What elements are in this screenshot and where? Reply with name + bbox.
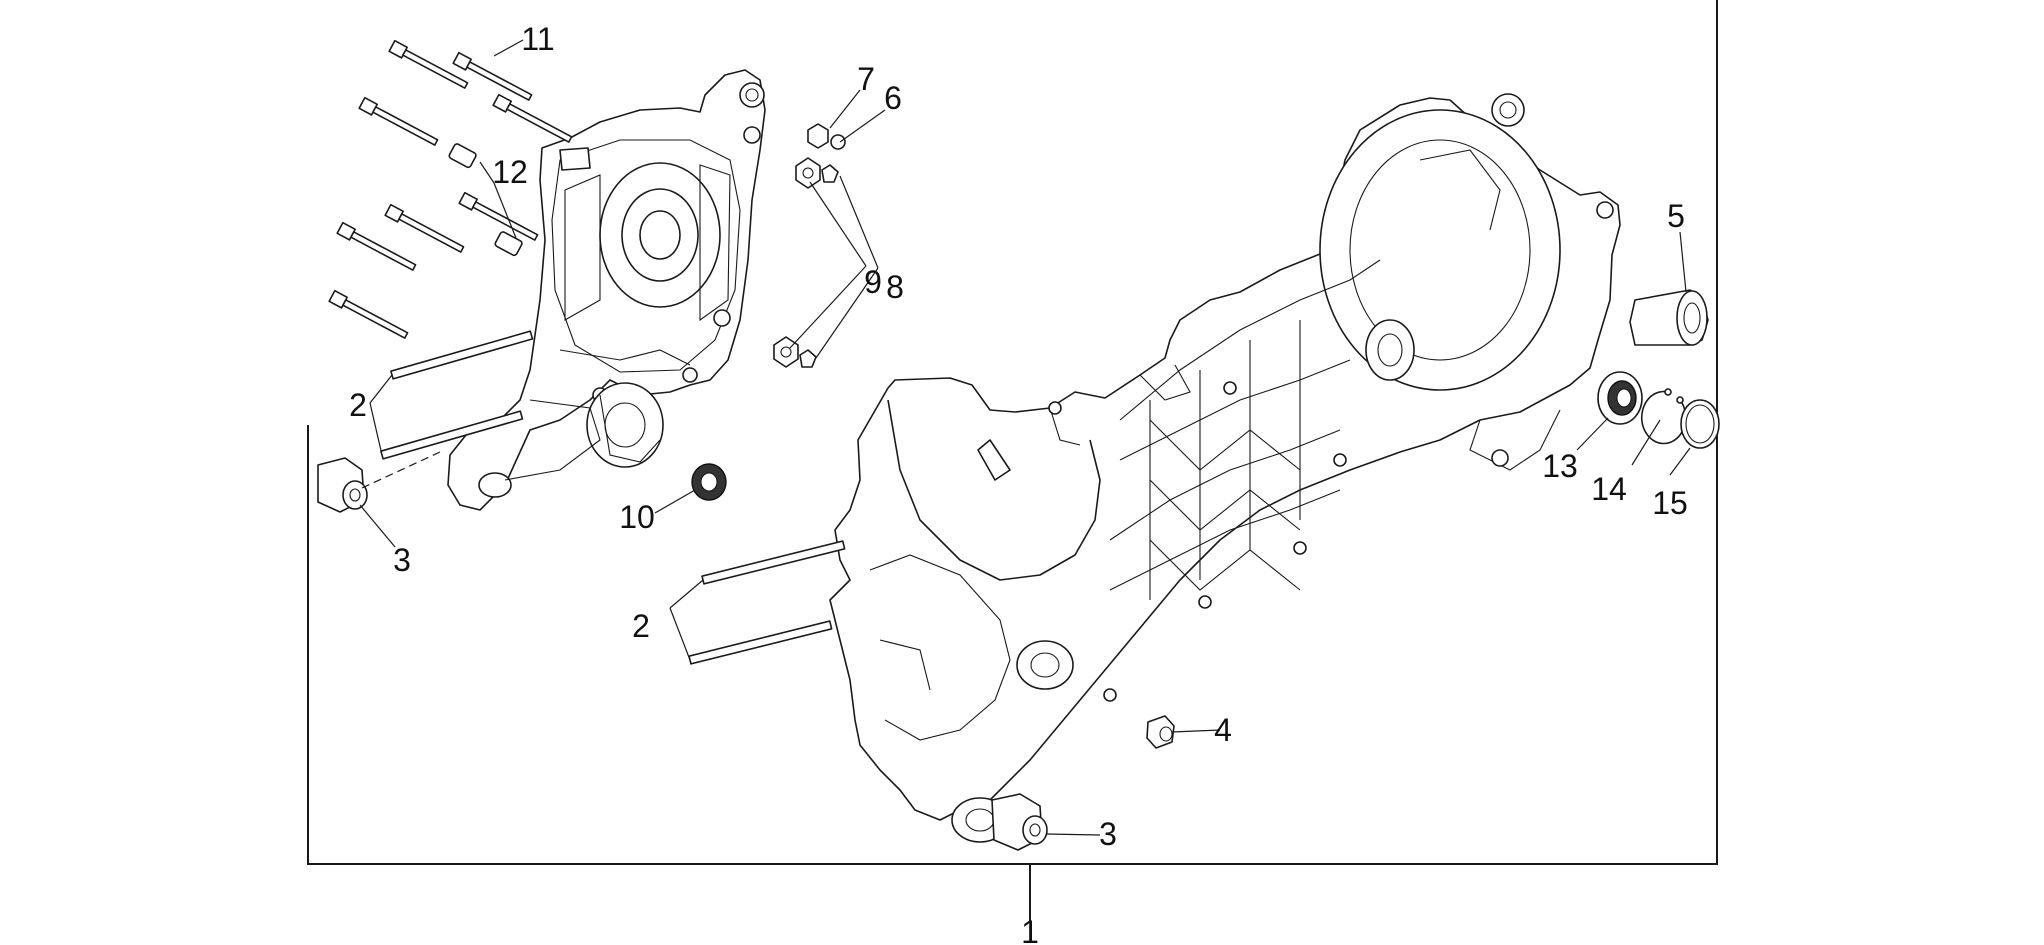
callout-3-left: 3 — [393, 542, 411, 578]
callout-6: 6 — [884, 80, 902, 116]
callout-10: 10 — [619, 499, 655, 535]
callout-5: 5 — [1667, 198, 1685, 234]
callout-12: 12 — [492, 154, 528, 190]
circlip — [1640, 388, 1687, 445]
ball-bearing — [1597, 371, 1643, 425]
callout-4: 4 — [1214, 712, 1232, 748]
bearing-cylinder — [1629, 289, 1709, 346]
callout-13: 13 — [1542, 448, 1578, 484]
callout-2-left: 2 — [349, 387, 367, 423]
callout-labels: 1 2 2 3 3 4 5 6 7 8 9 10 11 12 13 14 15 — [349, 21, 1688, 945]
studs-center — [688, 540, 846, 665]
bushing-bottom — [991, 793, 1048, 851]
oil-seal — [691, 463, 727, 501]
right-crankcase-half — [829, 93, 1621, 843]
callout-11: 11 — [521, 21, 554, 57]
callout-8: 8 — [886, 269, 904, 305]
callout-2-center: 2 — [632, 608, 650, 644]
left-crankcase-half — [447, 69, 766, 511]
callout-3-bottom: 3 — [1099, 816, 1117, 852]
ring — [1680, 399, 1720, 449]
nuts-and-washers — [773, 123, 846, 368]
bushing-left — [317, 457, 368, 513]
callout-14: 14 — [1591, 471, 1627, 507]
dowel-pins — [448, 143, 523, 257]
callout-9: 9 — [864, 264, 882, 300]
bolt-set — [328, 39, 573, 339]
leader-lines — [359, 39, 1691, 836]
callout-1: 1 — [1021, 914, 1039, 945]
callout-7: 7 — [857, 61, 875, 97]
callout-15: 15 — [1652, 485, 1688, 521]
small-sleeve — [1146, 715, 1175, 749]
